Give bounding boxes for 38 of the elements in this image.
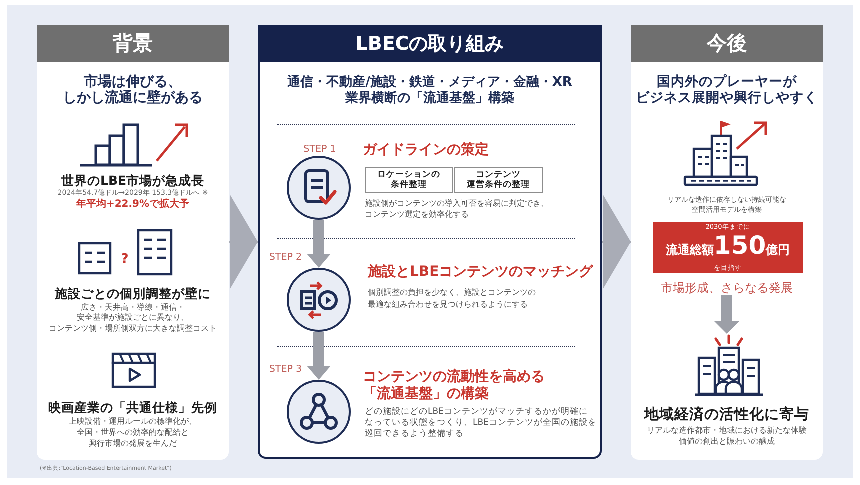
description-text: リアルな造作都市・地域における新たな体験価値の創出と賑わいの醸成 — [647, 424, 807, 446]
description-text: どの施設にどのLBEコンテンツがマッチするかが明確になっている状態をつくり、LBEコンテンツが全国の施設を巡回できるよう整備する — [365, 406, 597, 440]
panel-header: 今後 — [631, 25, 823, 62]
item-heading: 世界のLBE市場が急成長 — [61, 172, 205, 188]
step-label: STEP 2 — [269, 252, 302, 264]
result-text: 市場形成、さらなる発展 — [661, 281, 793, 295]
description-text: 施設側がコンテンツの導入可否を容易に判定でき、コンテンツ選定を効率化する — [365, 198, 549, 220]
arrow — [307, 220, 331, 268]
item-heading: 映画産業の「共通仕様」先例 — [48, 400, 218, 414]
step-title: コンテンツの流動性を高める「流通基盤」の構築 — [363, 369, 545, 402]
chevron-arrow — [229, 194, 258, 290]
panel-subheading: 市場は伸びる、しかし流通に壁がある — [63, 74, 203, 106]
arrow — [714, 295, 740, 334]
panel-subheading: 国内外のプレーヤーがビジネス展開や興行しやすく — [636, 74, 818, 106]
question-mark: ? — [121, 252, 129, 266]
condition-box: コンテンツ運営条件の整理 — [454, 167, 543, 193]
highlight-text: 年平均+22.9%で拡大予 — [76, 199, 190, 211]
chevron-arrow — [602, 194, 631, 290]
description-text: 上映設備・運用ルールの標準化が、全国・世界への効率的な配給と興行市場の発展を生んだ — [69, 416, 197, 448]
buildings-people-icon — [693, 334, 765, 398]
item-heading: 地域経済の活性化に寄与 — [644, 406, 810, 424]
description-text: 広さ・天井高・導線・通信・安全基準が施設ごとに異なり、コンテンツ側・場所側双方に大きな調整コスト — [49, 302, 217, 334]
panel-header: LBECの取り組み — [260, 27, 600, 62]
panel-subheading: 通信・不動産/施設・鉄道・メディア・金融・XR業界横断の「流通基盤」構築 — [288, 75, 572, 106]
step-label: STEP 3 — [269, 364, 302, 376]
step-title: 施設とLBEコンテンツのマッチング — [368, 264, 594, 280]
column-panel — [37, 25, 229, 460]
condition-box: ロケーションの条件整理 — [365, 167, 453, 193]
arrow — [307, 332, 331, 380]
step-title: ガイドラインの策定 — [363, 142, 489, 158]
step-label: STEP 1 — [304, 144, 336, 156]
column-panel — [258, 25, 602, 459]
description-text: 個別調整の負担を少なく、施設とコンテンツの最適な組み合わせを見つけられるようにする — [368, 287, 536, 311]
column-panel — [631, 25, 823, 460]
banner-amount: 流通総額150億円 — [666, 232, 790, 262]
item-heading: 施設ごとの個別調整が壁に — [55, 286, 211, 300]
panel-header: 背景 — [37, 25, 229, 62]
target-banner — [653, 222, 803, 273]
